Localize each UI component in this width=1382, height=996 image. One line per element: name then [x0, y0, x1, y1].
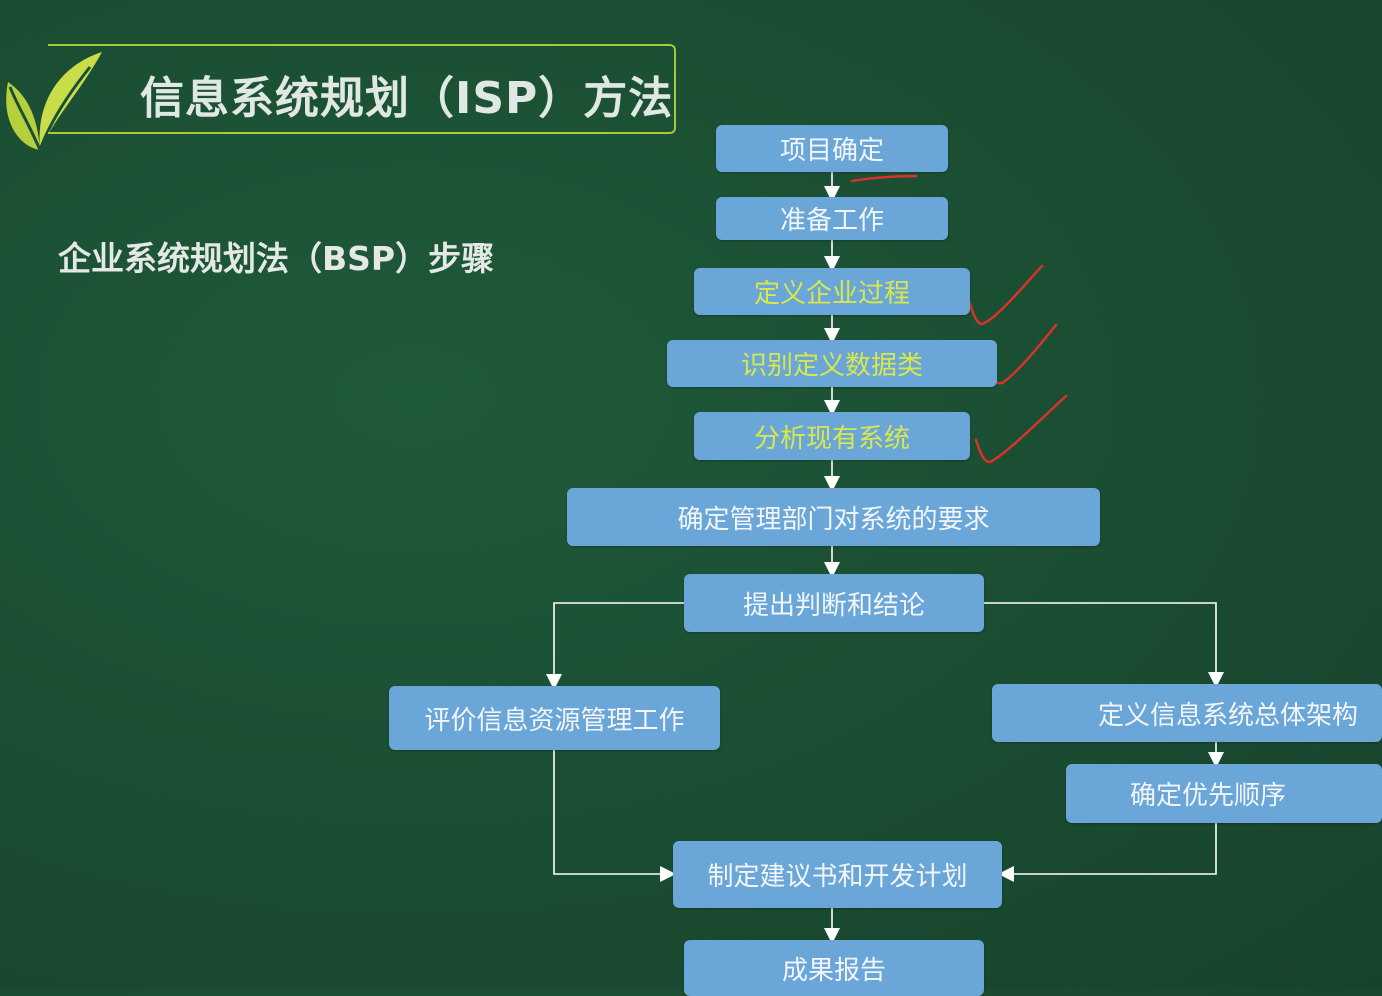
checkmark-mark-1: [964, 264, 1044, 326]
page-title: 信息系统规划（ISP）方法: [140, 73, 674, 124]
step-project: 项目确定: [716, 125, 948, 172]
leaf-logo-icon: [0, 22, 110, 156]
arrow-to-evaluate: [546, 602, 684, 690]
arrow-priority-to-plan: [998, 823, 1217, 882]
step-requirements: 确定管理部门对系统的要求: [567, 488, 1100, 546]
step-analyze: 分析现有系统: [694, 412, 970, 460]
step-define-process: 定义企业过程: [694, 268, 970, 315]
step-plan: 制定建议书和开发计划: [673, 841, 1002, 908]
title-frame: [48, 44, 676, 134]
step-prepare: 准备工作: [716, 197, 948, 240]
step-report: 成果报告: [684, 940, 984, 996]
step-priority: 确定优先顺序: [1066, 764, 1382, 823]
checkmark-mark-3: [974, 394, 1068, 464]
arrow-to-architecture: [984, 602, 1224, 688]
step-evaluate: 评价信息资源管理工作: [389, 686, 720, 750]
section-subtitle: 企业系统规划法（BSP）步骤: [58, 239, 495, 278]
underline-mark: [850, 174, 918, 183]
step-architecture: 定义信息系统总体架构: [992, 684, 1382, 742]
arrow-evaluate-to-plan: [553, 750, 676, 882]
step-define-data: 识别定义数据类: [667, 340, 997, 387]
step-judge: 提出判断和结论: [684, 574, 984, 632]
